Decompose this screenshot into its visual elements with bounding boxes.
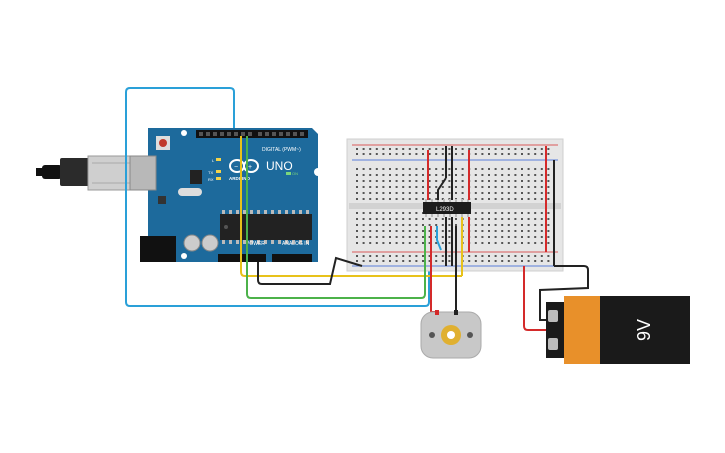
arduino-board[interactable]: DIGITAL (PWM~) − + UNO ARDUINO L TX RX O… xyxy=(129,128,322,262)
chip-label: L293D xyxy=(436,207,454,213)
brand-label: ARDUINO xyxy=(229,176,250,181)
power-label: POWER xyxy=(246,241,265,247)
dc-motor[interactable] xyxy=(420,310,482,359)
rx-label: RX xyxy=(208,177,214,182)
svg-text:+: + xyxy=(248,164,252,171)
usb-cable[interactable] xyxy=(36,155,135,191)
blue-wire-loop[interactable] xyxy=(125,87,430,307)
black-ground-wire[interactable] xyxy=(257,256,363,285)
tx-label: TX xyxy=(208,170,213,175)
capacitor xyxy=(201,234,219,252)
crystal xyxy=(178,188,202,196)
breadboard-holes[interactable] xyxy=(356,148,550,262)
mounting-hole xyxy=(314,168,322,176)
mounting-hole xyxy=(181,253,187,259)
analog-header xyxy=(272,254,312,262)
mounting-hole xyxy=(181,130,187,136)
yellow-wire[interactable] xyxy=(240,136,462,277)
model-label: UNO xyxy=(266,159,293,173)
arduino-logo-icon: − + xyxy=(229,159,259,173)
breadboard-wires[interactable] xyxy=(427,146,555,276)
l-led-label: L xyxy=(212,158,215,163)
l293d-chip[interactable]: L293D xyxy=(423,199,471,217)
battery-9v[interactable]: 9V xyxy=(546,296,690,364)
battery-voltage-label: 9V xyxy=(634,319,654,341)
battery-black-wire[interactable] xyxy=(539,265,589,321)
black-jumper[interactable] xyxy=(437,177,447,200)
capacitor xyxy=(183,234,201,252)
battery-red-wire[interactable] xyxy=(523,266,546,331)
usb-port xyxy=(129,155,157,191)
digital-label: DIGITAL (PWM~) xyxy=(262,147,301,153)
on-label: ON xyxy=(292,171,298,176)
green-wire[interactable] xyxy=(246,136,426,299)
power-jack xyxy=(140,236,176,262)
analog-label: ANALOG IN xyxy=(282,241,310,247)
usb-chip xyxy=(190,170,202,184)
atmega-chip xyxy=(220,214,312,240)
svg-text:−: − xyxy=(234,164,238,171)
